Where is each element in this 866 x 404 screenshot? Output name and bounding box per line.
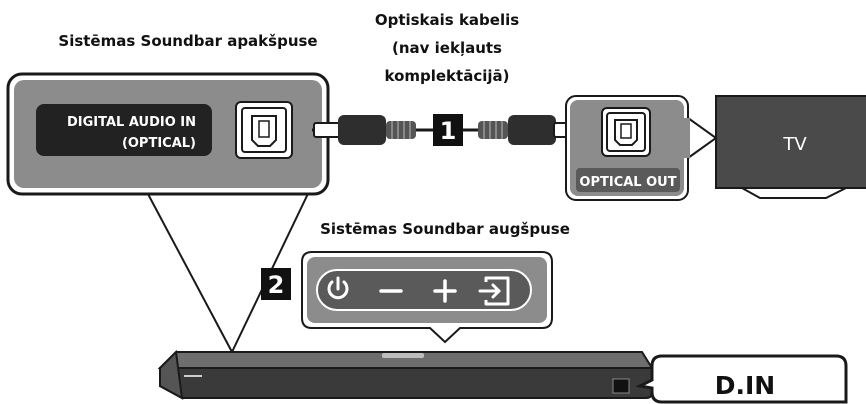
- digital-audio-in-label: DIGITAL AUDIO IN: [67, 115, 196, 130]
- tv-screen: [715, 95, 866, 189]
- optical-out-badge: [576, 168, 680, 192]
- tv-illustration: TV: [715, 95, 866, 199]
- soundbar-top-button-strip: [382, 353, 424, 358]
- cable-plug-right: [478, 115, 581, 145]
- button-strip: [316, 269, 532, 311]
- cable-caption-line3: komplektācijā): [385, 67, 510, 85]
- cable-caption-line1: Optiskais kabelis: [375, 11, 519, 29]
- source-input-icon[interactable]: [478, 276, 510, 306]
- tv-stand: [741, 187, 847, 199]
- display-callout-frame: [635, 354, 848, 404]
- cable-caption-line2: (nav iekļauts: [392, 39, 502, 57]
- zoom-callout-line-left: [147, 193, 233, 353]
- optical-label: (OPTICAL): [122, 136, 196, 151]
- plus-icon[interactable]: [433, 279, 457, 303]
- control-panel-zoom: 2: [261, 251, 553, 344]
- optical-out-label: OPTICAL OUT: [579, 175, 676, 190]
- tv-optical-port-icon: [601, 107, 651, 157]
- soundbar-bottom-zoom: DIGITAL AUDIO IN (OPTICAL): [6, 72, 330, 353]
- soundbar-display-window: [612, 378, 630, 394]
- step-1-badge: [433, 114, 463, 146]
- display-callout: D.IN: [635, 354, 848, 404]
- optical-cable: 1: [312, 114, 581, 146]
- tv-port-zoom: OPTICAL OUT: [565, 95, 718, 201]
- display-text: D.IN: [715, 371, 775, 400]
- step-2-number: 2: [268, 271, 285, 299]
- soundbar-front-face: [159, 367, 653, 399]
- soundbar-top-side-label: Sistēmas Soundbar augšpuse: [320, 220, 570, 238]
- step-1-number: 1: [440, 117, 457, 145]
- optical-port-icon: [235, 101, 293, 159]
- tv-screen-label: TV: [782, 134, 807, 155]
- power-icon[interactable]: [327, 276, 349, 300]
- cable-caption: Optiskais kabelis (nav iekļauts komplekt…: [375, 11, 519, 85]
- tv-callout-arrow: [687, 117, 718, 159]
- step-2-badge: [261, 268, 291, 300]
- soundbar: [157, 349, 654, 400]
- cable-plug-left: [313, 115, 416, 145]
- soundbar-bottom-side-label: Sistēmas Soundbar apakšpuse: [58, 32, 317, 50]
- digital-audio-in-badge: [36, 104, 212, 156]
- soundbar-left-cap: [159, 349, 184, 400]
